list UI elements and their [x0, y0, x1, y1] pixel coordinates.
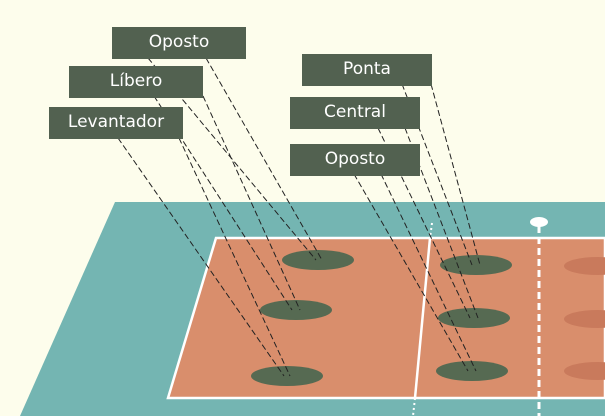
- leader-line-libero: [153, 95, 293, 311]
- label-oposto-back: Oposto: [112, 27, 246, 59]
- leader-line-oposto-back: [147, 57, 317, 261]
- attack-line-extension-bottom: [412, 397, 416, 416]
- label-libero: Líbero: [69, 66, 203, 98]
- player-marker-oposto-front: [436, 361, 508, 381]
- player-marker-levantador: [251, 366, 323, 386]
- label-central: Central: [290, 97, 420, 129]
- leader-line-libero: [202, 95, 301, 311]
- leader-line-levantador: [178, 137, 291, 377]
- label-levantador: Levantador: [49, 107, 183, 139]
- player-marker-oposto-back: [282, 250, 354, 270]
- leader-line-central: [377, 127, 471, 319]
- label-ponta: Ponta: [302, 54, 432, 86]
- leader-line-central: [404, 127, 479, 319]
- opponent-marker: [564, 362, 605, 380]
- playing-court: [166, 236, 605, 400]
- player-marker-ponta: [440, 255, 512, 275]
- leader-line-oposto-back: [205, 57, 323, 261]
- player-marker-libero: [260, 300, 332, 320]
- leader-line-ponta: [430, 83, 481, 266]
- opponent-marker: [564, 310, 605, 328]
- leader-line-oposto-front: [353, 173, 469, 372]
- label-oposto-front: Oposto: [290, 144, 420, 176]
- player-marker-central: [438, 308, 510, 328]
- net-post: [530, 217, 548, 227]
- leader-line-levantador: [117, 137, 285, 377]
- attack-line: [413, 237, 432, 399]
- opponent-marker: [564, 257, 605, 275]
- leader-line-oposto-front: [380, 173, 477, 372]
